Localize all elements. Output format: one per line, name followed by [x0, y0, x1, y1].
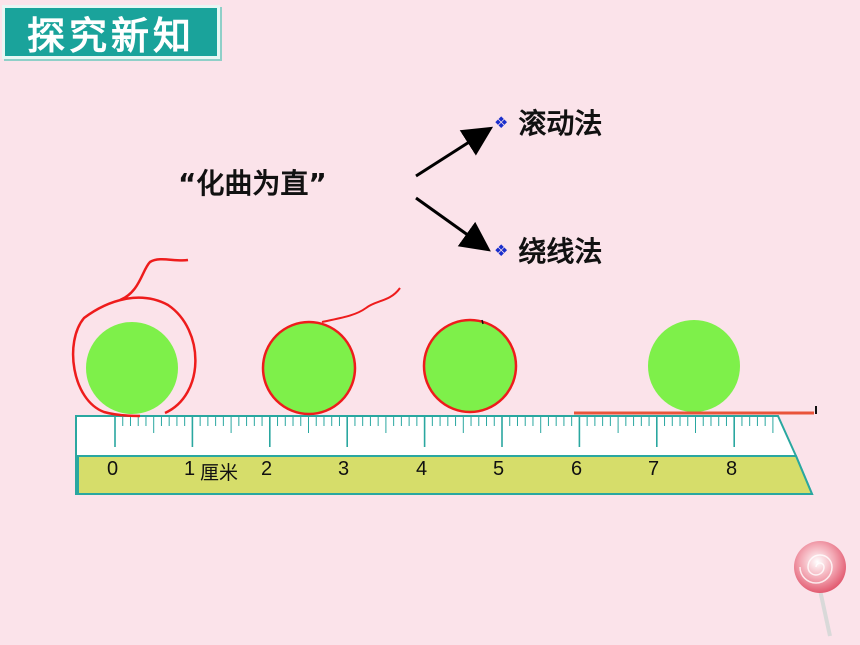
circle-ball-1 — [86, 322, 178, 414]
ruler-label-0: 0 — [107, 458, 119, 480]
method-winding-label: 绕线法 — [518, 235, 603, 268]
concept-phrase: “化曲为直” — [178, 167, 327, 200]
ruler-label-5: 5 — [493, 458, 505, 480]
ruler-label-3: 3 — [338, 458, 350, 480]
circle-ball-4 — [648, 320, 740, 412]
section-title-box: 探究新知 — [2, 5, 220, 59]
method-winding: ❖ 绕线法 — [494, 230, 602, 270]
ruler-ticks — [114, 417, 774, 447]
circle-ball-3 — [422, 318, 518, 414]
string-2 — [321, 287, 401, 323]
diamond-bullet-icon: ❖ — [494, 240, 509, 260]
ruler-label-1: 1 — [184, 458, 196, 480]
string-1 — [71, 258, 197, 418]
ruler-label-band — [77, 455, 814, 495]
method-rolling: ❖ 滚动法 — [494, 102, 602, 142]
lollipop-icon — [794, 541, 846, 637]
ruler-unit: 厘米 — [200, 463, 239, 484]
diamond-bullet-icon: ❖ — [494, 112, 509, 132]
ruler-label-8: 8 — [726, 458, 738, 480]
ruler-label-2: 2 — [261, 458, 273, 480]
method-rolling-label: 滚动法 — [518, 107, 603, 140]
arrow-up — [415, 126, 494, 178]
section-title: 探究新知 — [26, 13, 195, 58]
ruler-label-4: 4 — [416, 458, 428, 480]
ruler-label-7: 7 — [648, 458, 660, 480]
arrow-down — [415, 196, 491, 252]
ruler-label-6: 6 — [571, 458, 583, 480]
circle-ball-2 — [261, 320, 357, 416]
ruler — [75, 415, 814, 495]
